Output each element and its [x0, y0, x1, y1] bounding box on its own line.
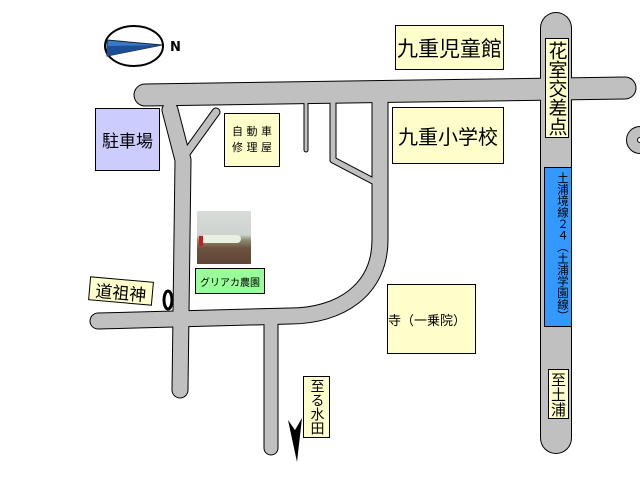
children-hall-label: 九重児童館 — [395, 25, 504, 70]
compass-icon — [104, 25, 164, 67]
car-repair-label: 自 動 車 修 理 屋 — [224, 113, 280, 167]
school-label: 九重小学校 — [392, 107, 504, 164]
farm-photo — [197, 211, 251, 264]
farm-label: グリアカ農園 — [195, 268, 265, 294]
temple-label: 寺（一乗院） — [387, 284, 476, 354]
dosojin-marker-icon — [162, 289, 174, 311]
car-repair-line2: 修 理 屋 — [232, 141, 272, 154]
compass-north-label: N — [170, 40, 181, 55]
to-mizuta-label: 至る水田 — [303, 376, 330, 438]
car-repair-line1: 自 動 車 — [232, 125, 272, 138]
dosojin-label: 道祖神 — [88, 276, 154, 306]
route-label: 土浦境線２４（土浦学園線） — [544, 167, 572, 327]
intersection-label: 花室交差点 — [545, 38, 569, 138]
direction-arrow-icon — [288, 418, 302, 462]
to-tsuchiura-label: 至土浦 — [548, 369, 569, 419]
parking-label: 駐車場 — [95, 108, 160, 171]
